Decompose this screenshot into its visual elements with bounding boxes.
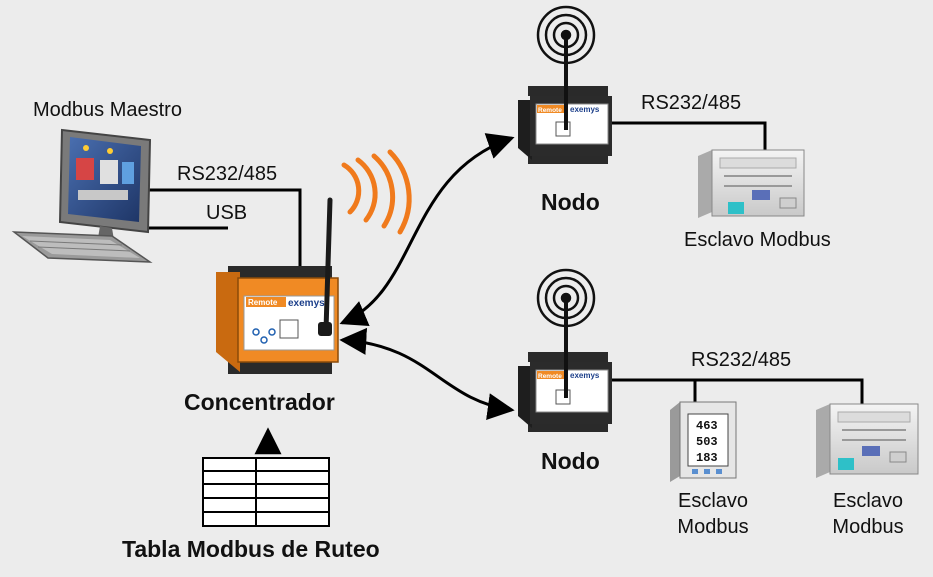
node-bottom-label: Nodo — [541, 448, 600, 474]
desktop-computer-icon — [11, 128, 153, 263]
meter-reading-1: 463 — [696, 419, 718, 433]
concentrator-device-icon: Remote exemys — [216, 149, 412, 374]
meter-reading-2: 503 — [696, 435, 718, 449]
master-label: Modbus Maestro — [33, 99, 182, 121]
node-bottom-brand-right: exemys — [570, 371, 600, 380]
plc-device-icon-right — [816, 403, 919, 478]
concentrator-brand-left: Remote — [248, 298, 278, 307]
slave-right-label-line2: Modbus — [832, 516, 904, 538]
cable-rs232-master — [148, 188, 302, 270]
node-top-brand-left: Remote — [538, 107, 562, 114]
meter-display: 463 503 183 — [696, 419, 718, 465]
wireless-link-bottom — [339, 327, 515, 421]
routing-table-label: Tabla Modbus de Ruteo — [122, 536, 380, 562]
node-device-icon-bottom: Remote exemys — [518, 268, 612, 432]
link-node-top-label: RS232/485 — [641, 92, 742, 114]
link-serial-label: RS232/485 — [177, 163, 278, 185]
power-meter-icon: 463 503 183 — [670, 401, 737, 482]
link-usb-label: USB — [206, 202, 248, 224]
slave-meter-label-line2: Modbus — [677, 516, 749, 538]
wireless-signal-icon — [341, 149, 412, 235]
slave-right-label-line1: Esclavo — [832, 490, 904, 512]
wireless-link-top — [339, 133, 515, 326]
node-top-label: Nodo — [541, 189, 600, 215]
concentrator-label: Concentrador — [184, 389, 335, 415]
plc-device-icon-top — [698, 149, 805, 218]
link-node-bottom-label: RS232/485 — [691, 349, 792, 371]
wiring — [148, 121, 864, 455]
cable-node-bottom — [612, 378, 864, 408]
cable-node-top — [612, 121, 767, 152]
node-top-brand-right: exemys — [570, 105, 600, 114]
slave-meter-label-line1: Esclavo — [677, 490, 749, 512]
slave-top-label: Esclavo Modbus — [684, 229, 831, 251]
node-device-icon-top: Remote exemys — [518, 5, 612, 164]
node-bottom-brand-left: Remote — [538, 373, 562, 380]
meter-reading-3: 183 — [696, 451, 718, 465]
routing-table-icon — [202, 457, 330, 527]
concentrator-brand-right: exemys — [288, 298, 325, 309]
